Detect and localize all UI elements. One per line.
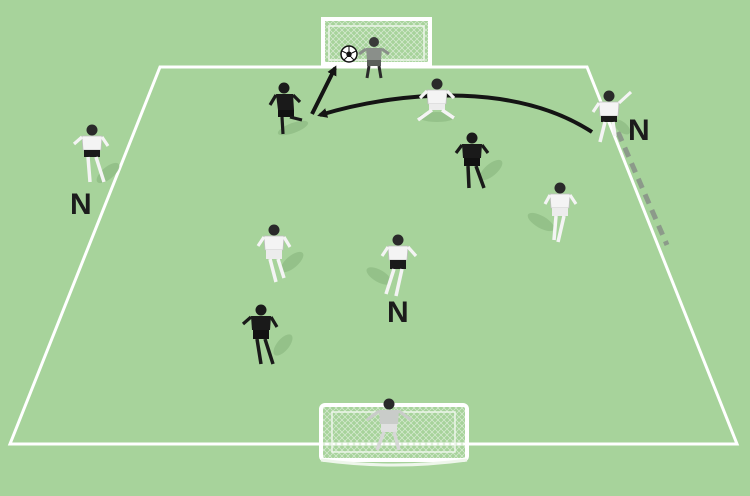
dark-player-mid-right bbox=[454, 132, 490, 189]
pitch-boundary bbox=[7, 65, 740, 446]
neutral-player-center bbox=[380, 234, 418, 297]
goalkeeper-bottom bbox=[366, 398, 412, 451]
neutral-label-left: N bbox=[70, 188, 92, 221]
neutral-player-right bbox=[591, 90, 633, 143]
soccer-ball-icon bbox=[340, 45, 358, 63]
neutral-label-center: N bbox=[387, 296, 409, 329]
neutral-label-right: N bbox=[628, 114, 650, 147]
neutral-player-left bbox=[72, 124, 110, 183]
dashed-run-line bbox=[615, 131, 670, 246]
curved-arrow-icon bbox=[317, 93, 594, 134]
light-player-right bbox=[543, 182, 578, 243]
dark-player-bottom-left bbox=[241, 304, 279, 365]
light-player-mid-left bbox=[256, 224, 292, 283]
goalkeeper-top bbox=[358, 37, 390, 79]
light-defender-top bbox=[416, 78, 456, 122]
dark-striker bbox=[268, 82, 303, 135]
straight-arrow-icon bbox=[310, 65, 337, 115]
